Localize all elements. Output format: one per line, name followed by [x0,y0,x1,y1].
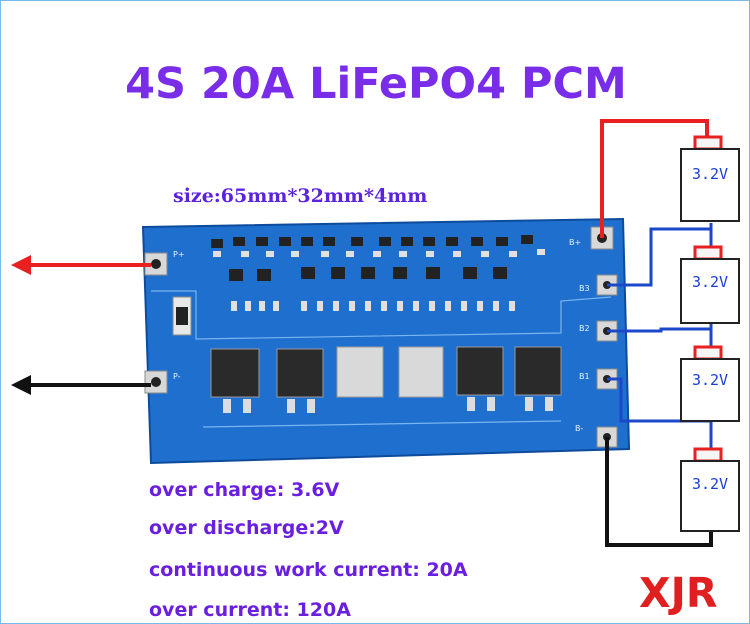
battery-cells: 3.2V 3.2V 3.2V 3.2V [680,135,740,532]
svg-text:3.2V: 3.2V [692,475,728,493]
battery-cell-3: 3.2V [680,345,740,422]
negative-output-arrow [11,375,151,395]
battery-cell-4: 3.2V [680,447,740,532]
battery-cell-2: 3.2V [680,245,740,324]
board-size-label: size:65mm*32mm*4mm [173,185,428,207]
mosfet-group-left [210,348,324,413]
brand-logo: XJR [639,569,718,617]
positive-battery-wire [600,119,709,238]
product-title: 4S 20A LiFePO4 PCM [125,59,627,109]
svg-text:3.2V: 3.2V [692,165,728,183]
label-b2: B2 [579,324,590,333]
positive-output-arrow [11,255,151,275]
label-b-plus: B+ [569,238,581,247]
pcb-board: P+ P- B+ B3 B2 B1 B- [141,217,631,465]
label-p-minus: P- [173,372,181,381]
spec-over-charge: over charge: 3.6V [149,479,340,501]
mosfet-group-right [456,346,562,411]
label-b1: B1 [579,372,590,381]
label-b-minus: B- [575,424,583,433]
svg-text:3.2V: 3.2V [692,371,728,389]
battery-cell-1: 3.2V [680,135,740,222]
label-p-plus: P+ [173,250,185,259]
spec-over-discharge: over discharge:2V [149,517,344,539]
negative-battery-wire [605,437,713,547]
label-b3: B3 [579,284,590,293]
spec-continuous-current: continuous work current: 20A [149,559,468,581]
svg-text:3.2V: 3.2V [692,273,728,291]
spec-over-current: over current: 120A [149,599,351,621]
